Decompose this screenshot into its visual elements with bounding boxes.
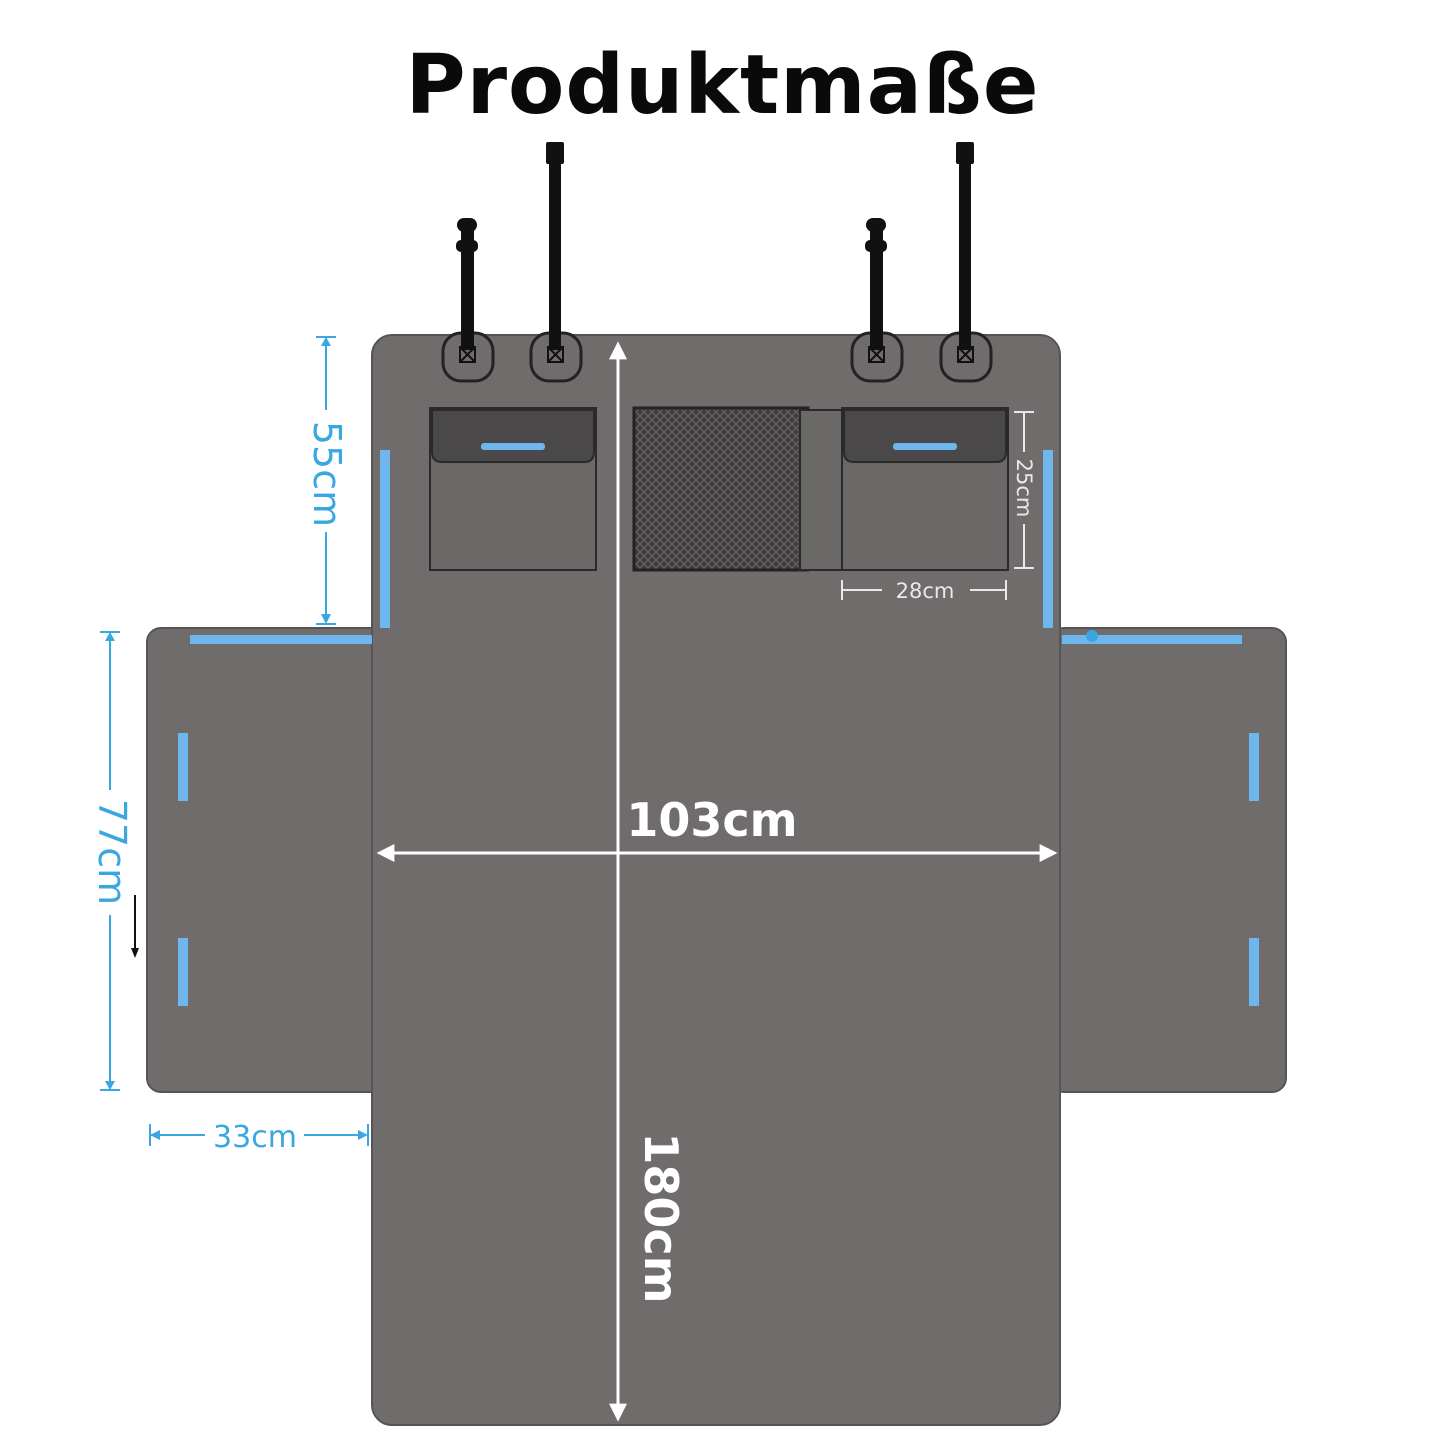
- length-label: 180cm: [634, 1132, 688, 1303]
- pocket-height-label: 25cm: [1012, 459, 1036, 518]
- page-title: Produktmaße: [405, 38, 1040, 133]
- left-side-flap: [146, 627, 388, 1093]
- main-mat: [371, 334, 1061, 1426]
- left-pocket: [429, 407, 597, 571]
- pocket-width-label: 28cm: [896, 579, 955, 603]
- mesh-pocket: [632, 406, 843, 572]
- flap-width-label: 33cm: [213, 1120, 297, 1155]
- right-side-flap: [1049, 627, 1287, 1093]
- top-height-label: 55cm: [305, 421, 349, 527]
- down-arrow-icon: [131, 895, 139, 958]
- right-pocket: [841, 407, 1009, 571]
- flap-height-label: 77cm: [90, 799, 134, 905]
- straps: [456, 142, 974, 350]
- width-label: 103cm: [626, 793, 797, 847]
- accent-strips: [178, 450, 1259, 1006]
- pocket-width-dimension: [841, 580, 1007, 600]
